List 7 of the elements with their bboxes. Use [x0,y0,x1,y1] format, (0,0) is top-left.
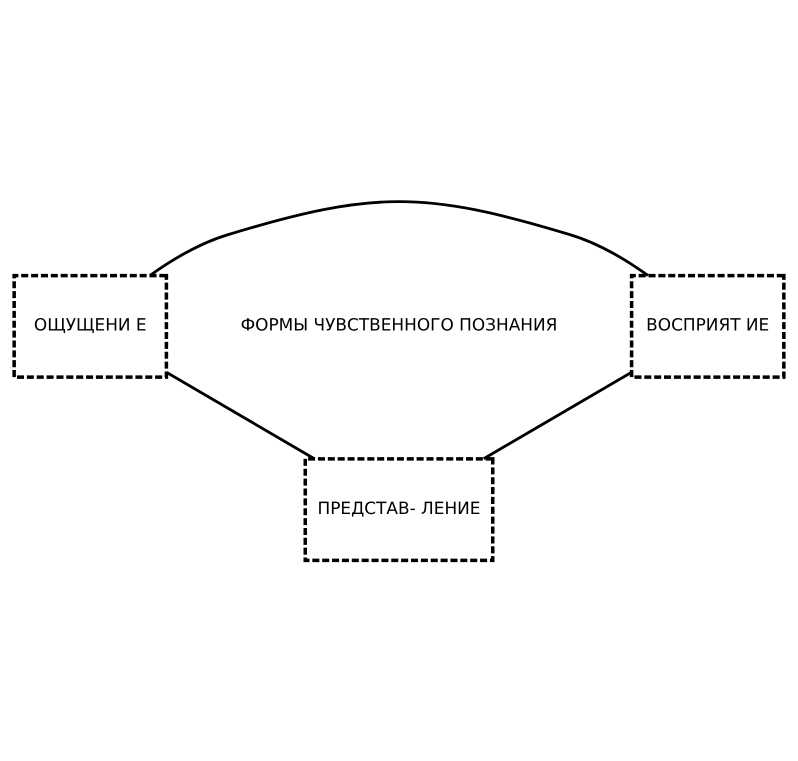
connector [482,370,632,460]
connector [149,200,649,276]
label: ФОРМЫ ЧУВСТВЕННОГО ПОЗНАНИЯ [240,314,558,334]
node-box: ПРЕДСТАВ- ЛЕНИЕ [304,456,494,562]
connector [166,370,316,460]
node-box: ОЩУЩЕНИ Е [12,273,168,378]
node-box: ВОСПРИЯТ ИЕ [630,273,786,378]
